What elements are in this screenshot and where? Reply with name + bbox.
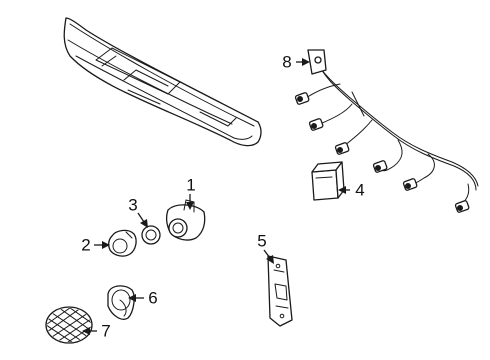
callout-4: 4: [355, 180, 365, 200]
leader-lines: [82, 58, 350, 335]
sensor-bracket: [108, 229, 137, 257]
sensor-retainer: [107, 285, 135, 320]
callout-2: 2: [81, 235, 91, 255]
sensor-seal: [141, 225, 161, 245]
wiring-harness: [294, 49, 479, 213]
callout-7: 7: [101, 321, 111, 341]
callout-3: 3: [128, 195, 138, 215]
callout-5: 5: [257, 231, 267, 251]
bumper-cover: [63, 17, 262, 147]
callout-1: 1: [186, 175, 196, 195]
mounting-bracket: [267, 255, 293, 327]
parking-sensor: [166, 199, 206, 241]
grille-mesh: [45, 306, 93, 344]
callout-8: 8: [282, 52, 292, 72]
callout-6: 6: [148, 288, 158, 308]
control-module: [311, 161, 345, 201]
